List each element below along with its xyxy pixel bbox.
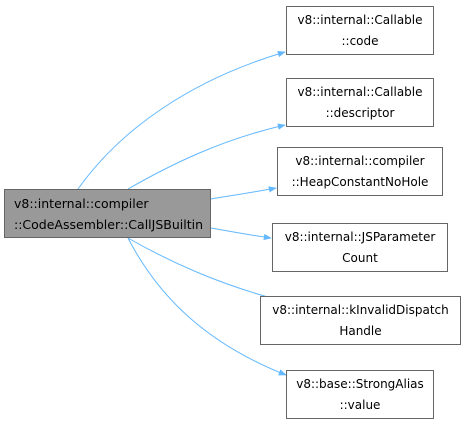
- node-js-parameter-count[interactable]: v8::internal::JSParameter Count: [272, 223, 448, 272]
- node-callable-descriptor[interactable]: v8::internal::Callable ::descriptor: [286, 78, 434, 127]
- node-label-line2: ::code: [341, 33, 379, 48]
- node-label-line1: v8::internal::kInvalidDispatch: [272, 302, 449, 317]
- node-label-line2: ::CodeAssembler::CallJSBuiltin: [14, 216, 204, 232]
- edge-to-js-parameter-count: [210, 227, 272, 241]
- node-label-line2: Count: [342, 250, 378, 265]
- node-strong-alias-value[interactable]: v8::base::StrongAlias ::value: [286, 370, 434, 419]
- node-label-line2: Handle: [339, 323, 382, 338]
- edge-to-callable-descriptor: [127, 123, 286, 190]
- node-label-line1: v8::internal::JSParameter: [284, 229, 436, 244]
- node-label-line2: ::descriptor: [325, 105, 395, 120]
- node-label-line1: v8::internal::compiler: [295, 153, 425, 168]
- edge-to-heap-constant-no-hole: [210, 186, 277, 200]
- node-label-line1: v8::internal::Callable: [297, 84, 423, 99]
- edge-to-callable-code: [77, 50, 286, 190]
- node-callable-code[interactable]: v8::internal::Callable ::code: [286, 6, 434, 55]
- edge-to-k-invalid-dispatch-handle: [127, 237, 287, 304]
- edge-to-strong-alias-value: [127, 237, 287, 376]
- node-label-line1: v8::base::StrongAlias: [296, 376, 424, 391]
- node-heap-constant-no-hole[interactable]: v8::internal::compiler ::HeapConstantNoH…: [277, 147, 443, 196]
- node-code-assembler-call-js-builtin[interactable]: v8::internal::compiler ::CodeAssembler::…: [4, 189, 211, 238]
- node-label-line1: v8::internal::Callable: [297, 12, 423, 27]
- node-label-line1: v8::internal::compiler: [14, 195, 149, 211]
- node-k-invalid-dispatch-handle[interactable]: v8::internal::kInvalidDispatch Handle: [260, 296, 461, 345]
- node-label-line2: ::HeapConstantNoHole: [291, 174, 429, 189]
- node-label-line2: ::value: [339, 397, 381, 412]
